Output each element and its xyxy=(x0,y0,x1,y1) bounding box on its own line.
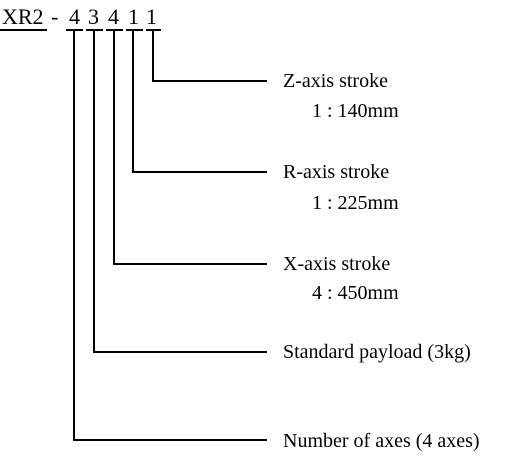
leader-z-axis-stroke xyxy=(152,30,267,82)
callout-title-z-axis-stroke: Z-axis stroke xyxy=(283,70,388,92)
callout-value-r-axis-stroke: 1 : 225mm xyxy=(312,192,399,214)
callout-title-number-of-axes: Number of axes (4 axes) xyxy=(283,430,480,452)
callout-title-x-axis-stroke: X-axis stroke xyxy=(283,253,390,275)
leader-standard-payload xyxy=(93,30,267,353)
digit-number-of-axes: 4 xyxy=(69,4,80,29)
digit-standard-payload: 3 xyxy=(88,4,99,29)
callout-value-z-axis-stroke: 1 : 140mm xyxy=(312,100,399,122)
leader-number-of-axes xyxy=(73,30,267,441)
callout-title-r-axis-stroke: R-axis stroke xyxy=(283,161,389,183)
digit-r-axis-stroke: 1 xyxy=(128,4,139,29)
leader-x-axis-stroke xyxy=(113,30,267,265)
callout-value-x-axis-stroke: 4 : 450mm xyxy=(312,282,399,304)
digit-z-axis-stroke: 1 xyxy=(146,4,157,29)
model-separator: - xyxy=(51,4,58,29)
callout-title-standard-payload: Standard payload (3kg) xyxy=(283,341,471,363)
digit-x-axis-stroke: 4 xyxy=(108,4,119,29)
model-prefix: XR2 xyxy=(2,4,44,29)
leader-r-axis-stroke xyxy=(132,30,267,173)
